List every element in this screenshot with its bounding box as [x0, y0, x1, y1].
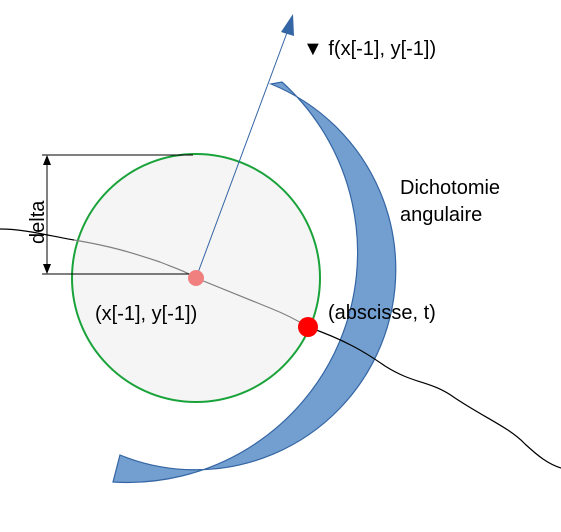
delta-label: delta — [27, 200, 49, 244]
triangle-arrowhead-icon — [281, 14, 294, 36]
function-curve-left — [0, 228, 75, 241]
function-curve-right — [307, 326, 561, 469]
angular-search-arc — [112, 81, 397, 484]
found-point-label: (abscisse, t) — [328, 302, 436, 324]
delta-arrow-down-icon — [43, 264, 51, 274]
gradient-direction-line — [195, 29, 289, 279]
previous-point-marker — [188, 270, 204, 286]
previous-point-label: (x[-1], y[-1]) — [95, 303, 197, 325]
found-point-marker — [298, 317, 318, 337]
delta-arrow-up-icon — [43, 155, 51, 165]
method-label-line1: Dichotomie — [400, 177, 500, 199]
method-label-line2: angulaire — [400, 204, 482, 226]
gradient-label: ▼ f(x[-1], y[-1]) — [303, 38, 436, 60]
